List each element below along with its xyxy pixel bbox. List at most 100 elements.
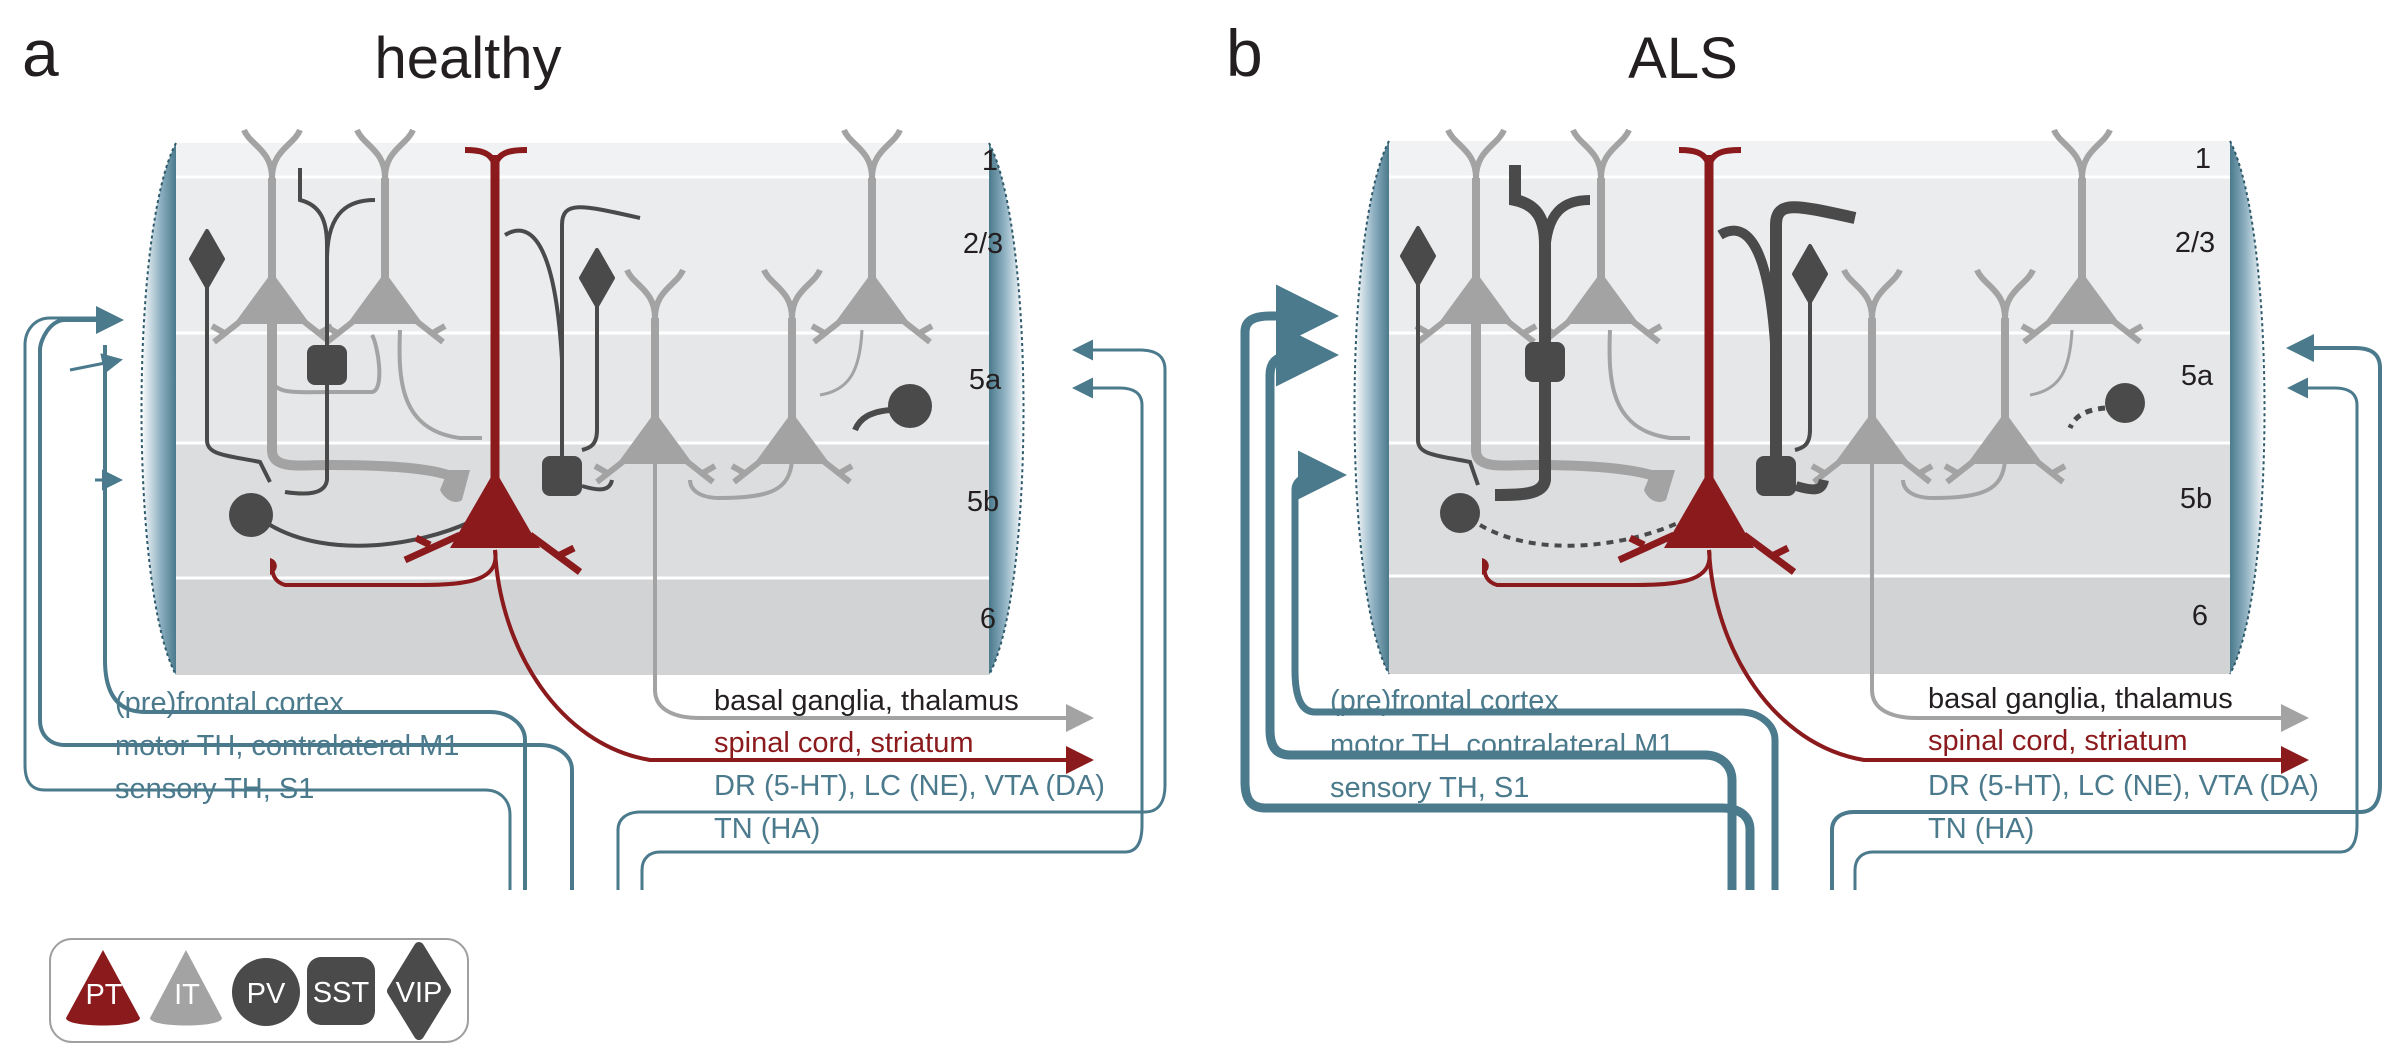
input-projection-sensory	[23, 316, 512, 890]
legend-label-pt: PT	[85, 979, 122, 1011]
layer-label-5a: 5a	[969, 364, 1002, 396]
it-axon	[1901, 459, 2007, 501]
sst-axon	[325, 198, 376, 261]
legend-sst-icon	[307, 957, 375, 1025]
layer-label-1: 1	[2195, 143, 2211, 175]
vip-axon	[205, 287, 272, 483]
output-label-spinal-cord: spinal cord, striatum	[1928, 725, 2188, 757]
legend-label-vip: VIP	[396, 977, 443, 1009]
legend-pv-icon	[232, 958, 300, 1026]
layer-label-5b: 5b	[2180, 483, 2212, 515]
it-axon	[397, 329, 482, 440]
pt-output-axon	[493, 549, 1094, 774]
legend-label-it: IT	[174, 979, 200, 1011]
legend-vip-icon	[387, 942, 451, 1040]
layer-label-5b: 5b	[967, 486, 999, 518]
it-output-axon	[1870, 460, 2309, 732]
input-label-frontal: (pre)frontal cortex	[1330, 685, 1559, 717]
input-projection-sensory	[1240, 284, 1755, 890]
sst-interneuron	[307, 345, 347, 385]
sst-axon	[1540, 195, 1591, 261]
neuromodulatory-projection-tn	[640, 377, 1144, 890]
panel-b: b ALS 1 2/3 5a 5b 6	[1226, 16, 2382, 890]
layer-label-1: 1	[982, 145, 998, 177]
sst-interneuron	[542, 456, 582, 496]
pv-axon	[1478, 520, 1681, 548]
it-output-axon	[653, 460, 1094, 732]
pv-interneuron	[888, 384, 932, 428]
sst-interneuron	[1756, 456, 1796, 496]
cortex-edge-left	[141, 143, 176, 675]
neuromodulatory-label-tn: TN (HA)	[714, 813, 820, 845]
it-synapse	[440, 470, 470, 502]
cortex-edge-left	[1354, 141, 1389, 674]
it-synapse	[1644, 470, 1675, 502]
neuromodulatory-label-dr-lc-vta: DR (5-HT), LC (NE), VTA (DA)	[714, 770, 1105, 802]
sst-axon	[1494, 382, 1551, 501]
output-label-spinal-cord: spinal cord, striatum	[714, 727, 974, 759]
neuromodulatory-projection-tn	[1853, 377, 2359, 890]
layer-label-6: 6	[980, 603, 996, 635]
pt-neuron	[1482, 147, 2309, 774]
input-label-motor: motor TH, contralateral M1	[115, 730, 459, 762]
input-label-sensory: sensory TH, S1	[1330, 772, 1529, 804]
sst-axon	[560, 205, 641, 456]
sst-interneuron	[1525, 342, 1565, 382]
sst-axon	[1717, 225, 1781, 361]
it-axon	[2029, 329, 2074, 397]
pv-axon	[2067, 405, 2106, 430]
panel-title: healthy	[374, 26, 561, 91]
legend-label-pv: PV	[247, 978, 286, 1010]
legend: PT IT PV SST VIP	[49, 938, 469, 1043]
input-projection-motor	[38, 306, 574, 890]
layer-label-5a: 5a	[2181, 360, 2214, 392]
legend-pt-icon	[66, 950, 140, 1026]
pv-axon	[852, 407, 891, 432]
neuromodulatory-label-tn: TN (HA)	[1928, 813, 2034, 845]
output-label-basal-ganglia: basal ganglia, thalamus	[714, 685, 1019, 717]
sst-axon	[1770, 201, 1857, 456]
cortex-block	[140, 142, 1025, 676]
cortex-edge-right	[2230, 141, 2265, 674]
sst-axon	[284, 385, 329, 496]
vip-axon	[581, 306, 599, 452]
layer-label-2-3: 2/3	[2175, 227, 2215, 259]
panel-title: ALS	[1628, 26, 1738, 91]
input-label-frontal: (pre)frontal cortex	[115, 687, 344, 719]
input-projection-motor	[1265, 323, 1737, 890]
sst-axon	[581, 479, 614, 492]
panel-a: a healthy 1 2/3 5a 5b 6	[22, 16, 1167, 890]
layer-label-6: 6	[2192, 600, 2208, 632]
pt-output-axon	[1707, 549, 2309, 774]
output-label-basal-ganglia: basal ganglia, thalamus	[1928, 683, 2233, 715]
layer-label-2-3: 2/3	[963, 228, 1003, 260]
panel-letter: b	[1226, 16, 1263, 90]
panel-letter: a	[22, 16, 59, 90]
pt-neuron	[270, 147, 1094, 774]
neuromodulatory-projection-dr-lc-vta	[1830, 334, 2382, 890]
it-axon	[1471, 320, 1662, 483]
sst-axon	[1794, 478, 1829, 495]
neuromodulatory-label-dr-lc-vta: DR (5-HT), LC (NE), VTA (DA)	[1928, 770, 2319, 802]
vip-axon	[1794, 302, 1812, 452]
input-projection-frontal	[1291, 450, 1779, 890]
input-label-sensory: sensory TH, S1	[115, 773, 314, 805]
cortex-edge-right	[989, 143, 1024, 675]
input-projection-frontal	[103, 345, 527, 890]
it-axon	[819, 329, 864, 397]
legend-it-icon	[150, 950, 222, 1026]
pv-interneuron	[2105, 383, 2145, 423]
pv-axon	[268, 520, 471, 548]
pv-interneuron	[1440, 493, 1480, 533]
it-axon	[267, 320, 458, 483]
input-label-motor: motor TH, contralateral M1	[1330, 729, 1674, 761]
vip-axon	[1416, 284, 1480, 486]
it-axon	[270, 330, 382, 395]
it-axon	[1607, 329, 1690, 440]
it-axon	[688, 459, 794, 501]
legend-label-sst: SST	[313, 977, 370, 1009]
neuromodulatory-projection-dr-lc-vta	[616, 339, 1167, 890]
sst-axon	[503, 228, 564, 361]
pv-interneuron	[229, 493, 273, 537]
